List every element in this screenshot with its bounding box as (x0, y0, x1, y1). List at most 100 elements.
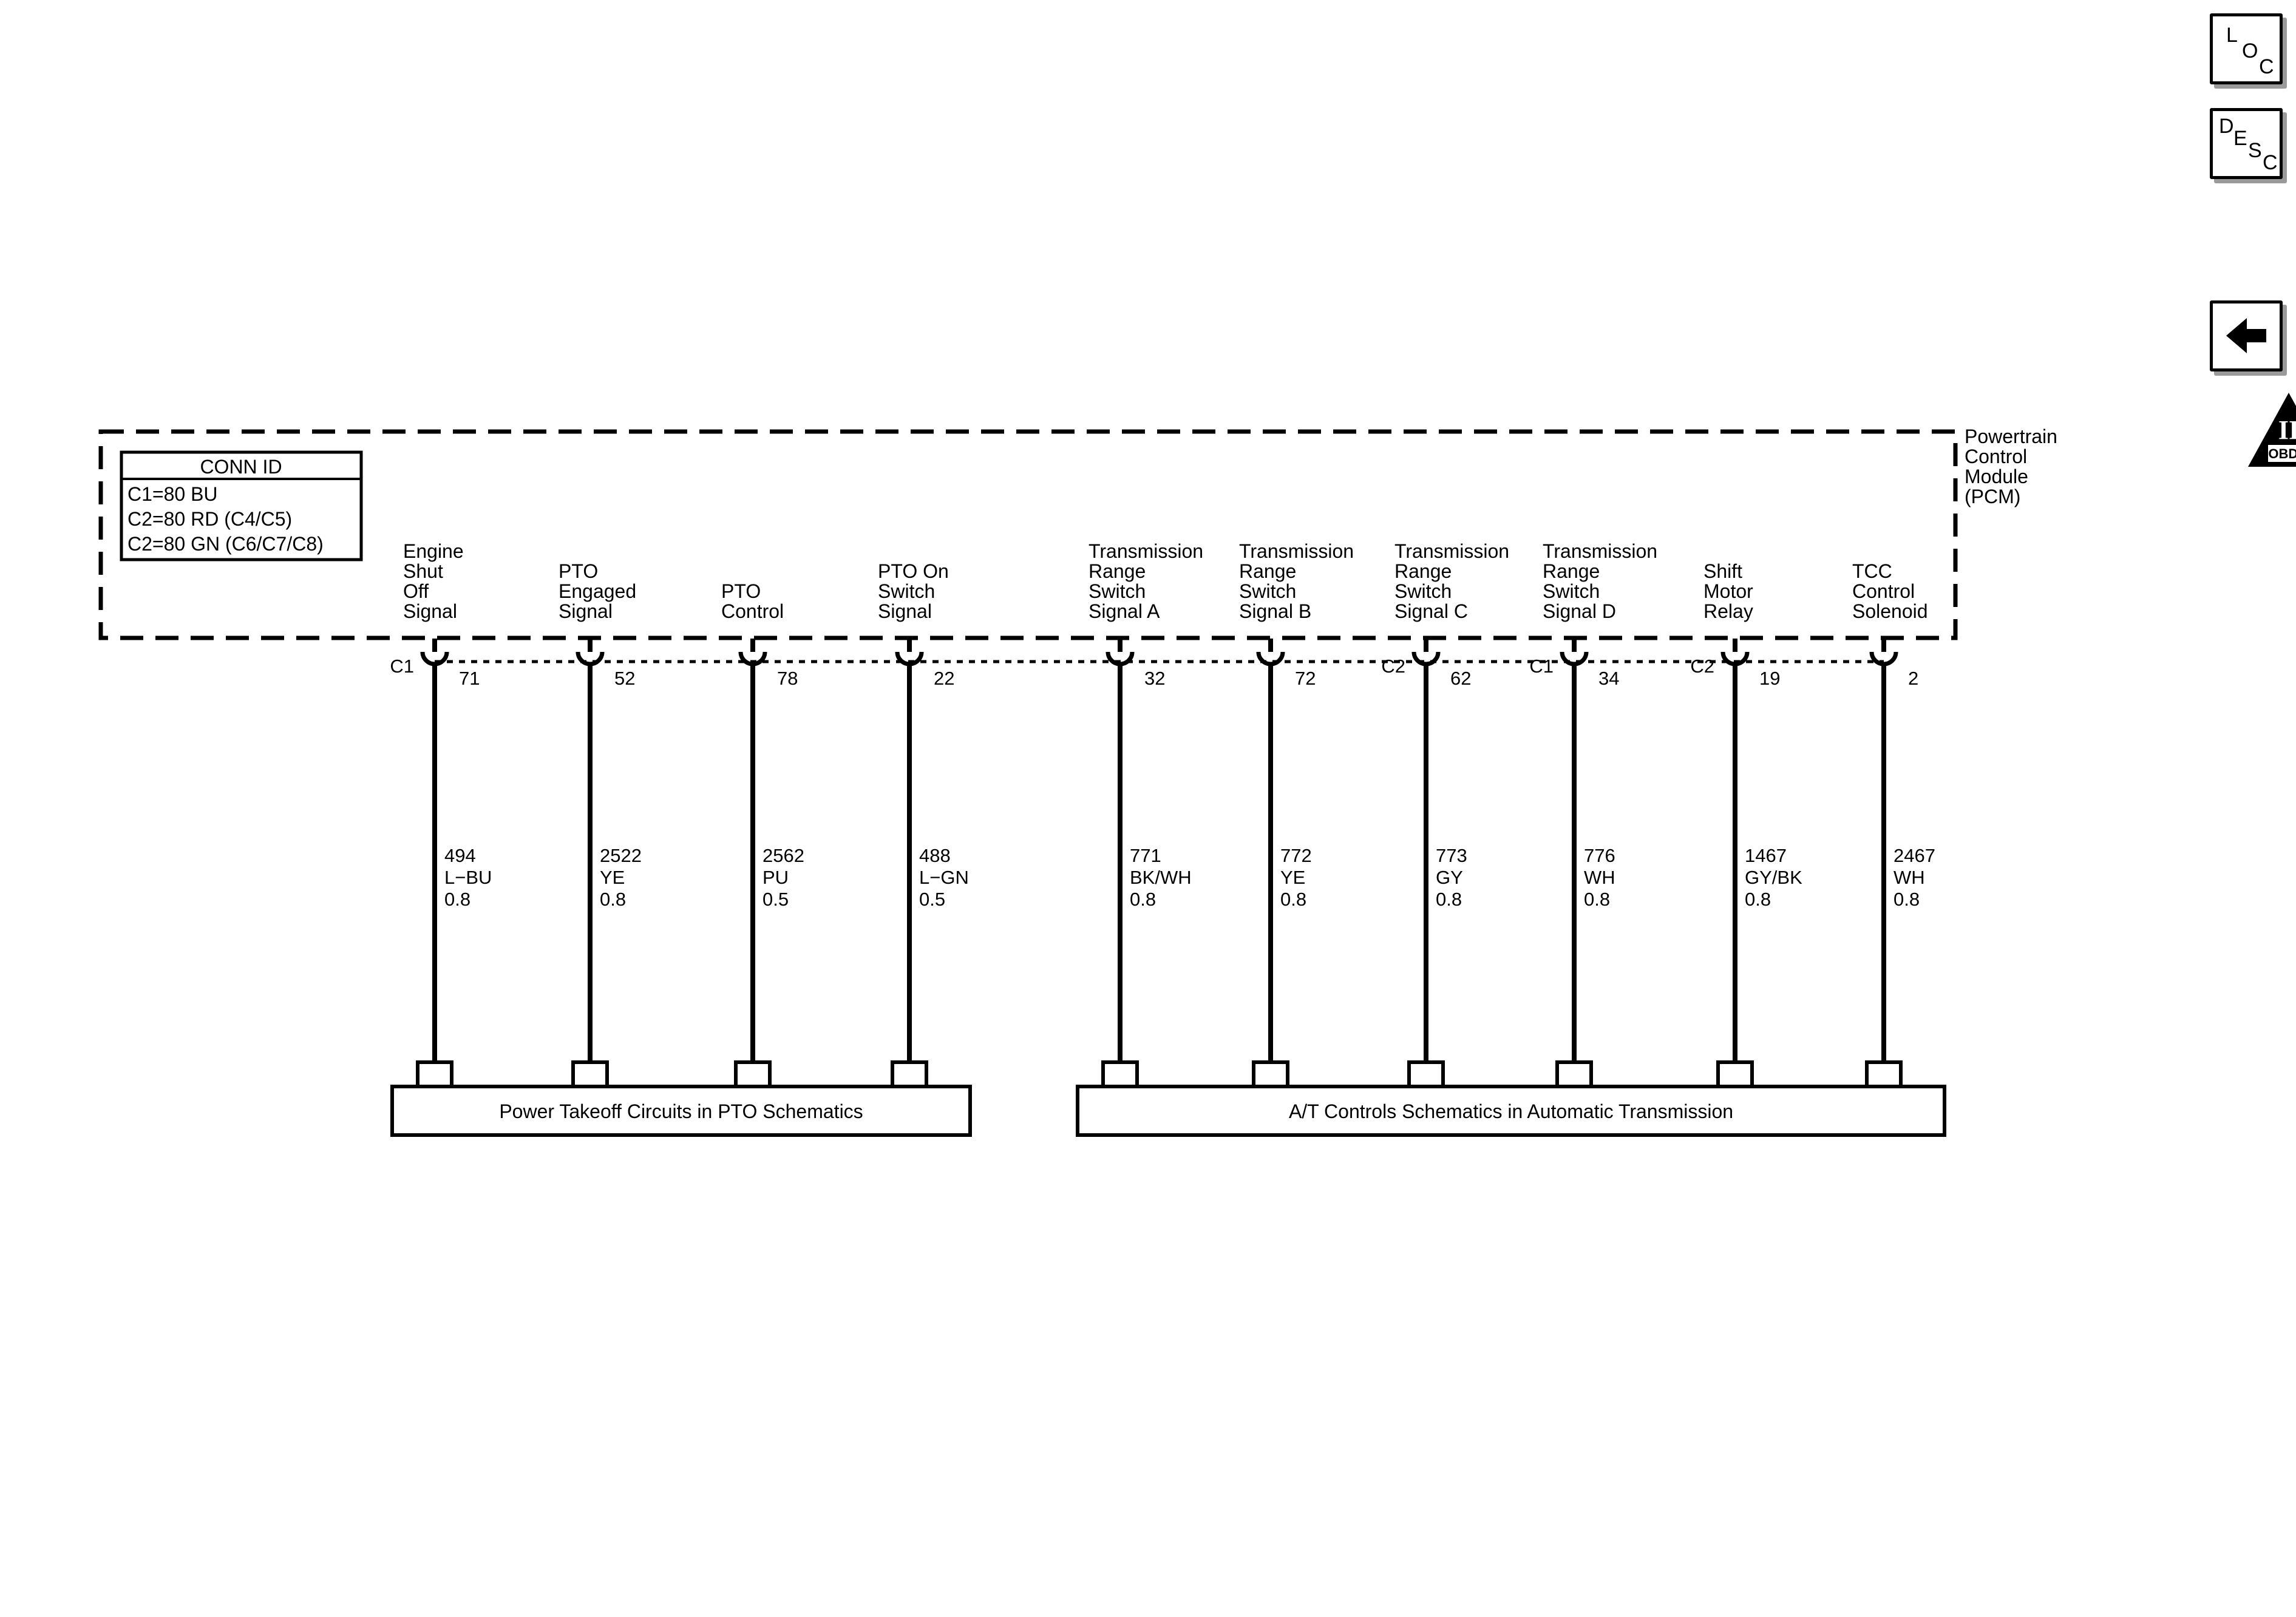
pin-label-line: Signal C (1394, 600, 1468, 622)
wire-spec-line: 0.8 (1584, 889, 1610, 910)
destination-bracket (734, 1060, 772, 1085)
terminal-symbol (1560, 651, 1589, 666)
connector-name: C2 (1381, 656, 1405, 677)
pin-number: 72 (1295, 668, 1316, 689)
pin-number: 19 (1759, 668, 1780, 689)
destination-box[interactable]: Power Takeoff Circuits in PTO Schematics (390, 1085, 972, 1137)
pin-number: 62 (1450, 668, 1471, 689)
back-button[interactable] (2210, 300, 2283, 371)
pin-number: 2 (1908, 668, 1918, 689)
wire-spec-line: 0.8 (1130, 889, 1156, 910)
terminal-symbol (1869, 651, 1898, 666)
wire-spec-line: WH (1894, 867, 1925, 888)
pin-label-line: Range (1089, 560, 1146, 582)
conn-id-table: CONN ID C1=80 BU C2=80 RD (C4/C5) C2=80 … (120, 450, 363, 561)
pin-label-line: Switch (1394, 580, 1452, 602)
pcm-name-line: Control (1965, 446, 2027, 467)
wire-spec-line: 2562 (763, 845, 804, 866)
conn-id-row: C1=80 BU (127, 483, 218, 505)
pcm-name-line: Module (1965, 466, 2028, 487)
pin-label-line: Motor (1703, 580, 1753, 602)
terminal-symbol (895, 651, 924, 666)
destination-bracket (1555, 1060, 1593, 1085)
desc-letter: C (2263, 151, 2278, 174)
wire-spec-line: 0.8 (444, 889, 470, 910)
terminal-symbol (1106, 651, 1135, 666)
loc-button[interactable]: L O C (2210, 13, 2283, 84)
pin-label-line: Range (1394, 560, 1452, 582)
desc-letter: S (2248, 139, 2262, 162)
pin-label-line: PTO On (878, 560, 949, 582)
pin-label-line: Range (1239, 560, 1296, 582)
destination-bracket (571, 1060, 609, 1085)
pin-label-line: Switch (1543, 580, 1600, 602)
wire-spec-line: 0.8 (1745, 889, 1771, 910)
pin-label-line: Transmission (1239, 540, 1354, 562)
loc-letter: O (2242, 39, 2258, 63)
pin-number: 22 (934, 668, 954, 689)
wire-spec-line: GY/BK (1745, 867, 1802, 888)
destination-bracket (1252, 1060, 1289, 1085)
pin-label-line: Relay (1703, 600, 1753, 622)
pin-number: 71 (459, 668, 480, 689)
pin-label-line: Signal (403, 600, 457, 622)
obd-ii-label: OBD II (2268, 446, 2296, 461)
connector-name: C2 (1690, 656, 1714, 677)
terminal-symbol (738, 651, 767, 666)
pin-label-line: Switch (1089, 580, 1146, 602)
wire-spec-line: 2522 (600, 845, 642, 866)
terminal-symbol (420, 651, 449, 666)
destination-box[interactable]: A/T Controls Schematics in Automatic Tra… (1076, 1085, 1946, 1137)
wire-spec-line: WH (1584, 867, 1615, 888)
wire-spec-line: 0.5 (919, 889, 945, 910)
destination-label: Power Takeoff Circuits in PTO Schematics (499, 1100, 863, 1122)
pin-label-line: Shut (403, 560, 443, 582)
desc-letter: D (2219, 115, 2234, 138)
destinations-layer: Power Takeoff Circuits in PTO Schematics… (390, 1085, 1946, 1137)
pin-number: 78 (777, 668, 798, 689)
conn-id-title: CONN ID (200, 456, 282, 478)
wire-spec-line: 494 (444, 845, 476, 866)
loc-letter: L (2226, 24, 2238, 47)
pin-label-line: Transmission (1543, 540, 1657, 562)
destination-bracket (891, 1060, 928, 1085)
connector-name: C1 (1529, 656, 1554, 677)
wire-spec-line: 772 (1280, 845, 1312, 866)
obd-ii-button[interactable]: II OBD II (2246, 392, 2296, 469)
pin-label-line: Switch (878, 580, 935, 602)
pin-label-line: PTO (559, 560, 598, 582)
terminal-symbol (1411, 651, 1441, 666)
pin-label-line: Signal (878, 600, 932, 622)
terminal-symbol (1720, 651, 1750, 666)
destination-bracket (1407, 1060, 1445, 1085)
pin-label-line: Transmission (1394, 540, 1509, 562)
wire-spec-line: YE (1280, 867, 1305, 888)
destination-bracket (1716, 1060, 1754, 1085)
terminal-symbol (1256, 651, 1285, 666)
wire-spec-line: 0.5 (763, 889, 789, 910)
pin-label-line: PTO (721, 580, 761, 602)
desc-button[interactable]: D E S C (2210, 108, 2283, 179)
desc-letter: E (2233, 127, 2247, 150)
pin-label-line: Signal (559, 600, 613, 622)
pin-number: 32 (1144, 668, 1165, 689)
